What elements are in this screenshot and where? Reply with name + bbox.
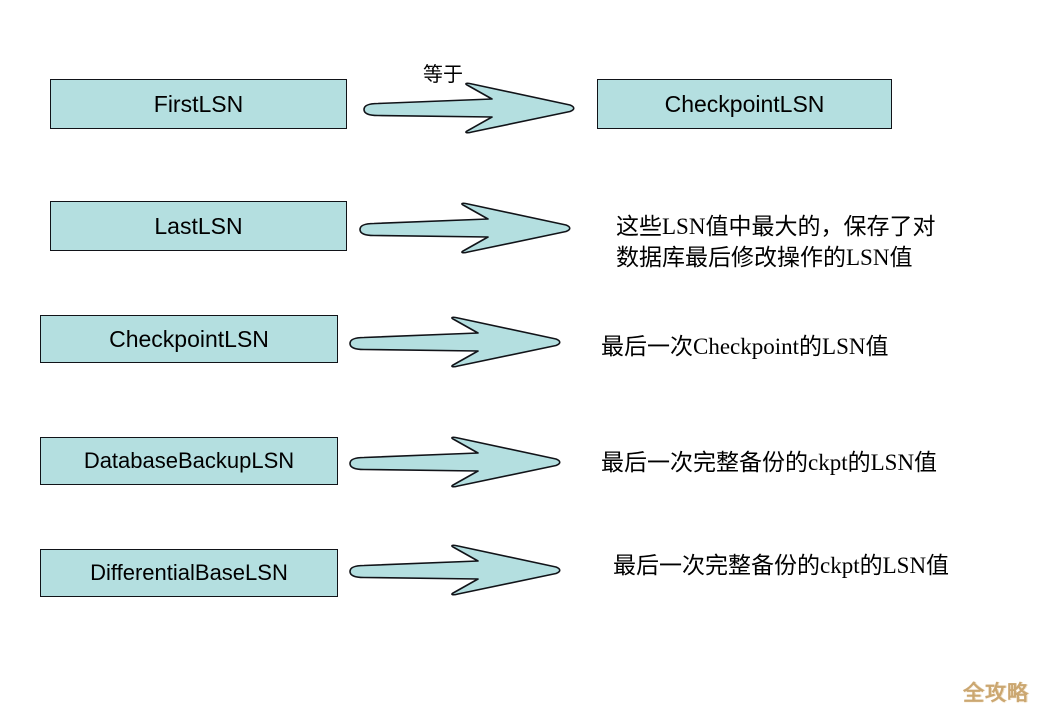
lsn-box-differentialbaselsn[interactable]: DifferentialBaseLSN [40, 549, 338, 597]
description-checkpointlsn: 最后一次Checkpoint的LSN值 [601, 334, 889, 359]
arrow-row-1 [356, 82, 576, 134]
arrow-row-5 [342, 544, 562, 596]
arrow-row-3 [342, 316, 562, 368]
arrow-label-equals: 等于 [423, 64, 463, 86]
lsn-box-checkpointlsn-target[interactable]: CheckpointLSN [597, 79, 892, 129]
arrow-row-2 [352, 202, 572, 254]
description-lastlsn: 这些LSN值中最大的，保存了对 数据库最后修改操作的LSN值 [616, 214, 936, 270]
arrow-shape [363, 82, 575, 134]
lsn-box-firstlsn[interactable]: FirstLSN [50, 79, 347, 129]
arrow-shape [349, 544, 561, 596]
watermark-logo: 全攻略 [963, 681, 1029, 705]
arrow-shape [349, 316, 561, 368]
description-databasebackuplsn: 最后一次完整备份的ckpt的LSN值 [601, 450, 938, 475]
description-differentialbaselsn: 最后一次完整备份的ckpt的LSN值 [613, 553, 950, 578]
arrow-shape [349, 436, 561, 488]
lsn-box-lastlsn[interactable]: LastLSN [50, 201, 347, 251]
arrow-row-4 [342, 436, 562, 488]
arrow-shape [359, 202, 571, 254]
lsn-box-databasebackuplsn[interactable]: DatabaseBackupLSN [40, 437, 338, 485]
lsn-box-checkpointlsn[interactable]: CheckpointLSN [40, 315, 338, 363]
